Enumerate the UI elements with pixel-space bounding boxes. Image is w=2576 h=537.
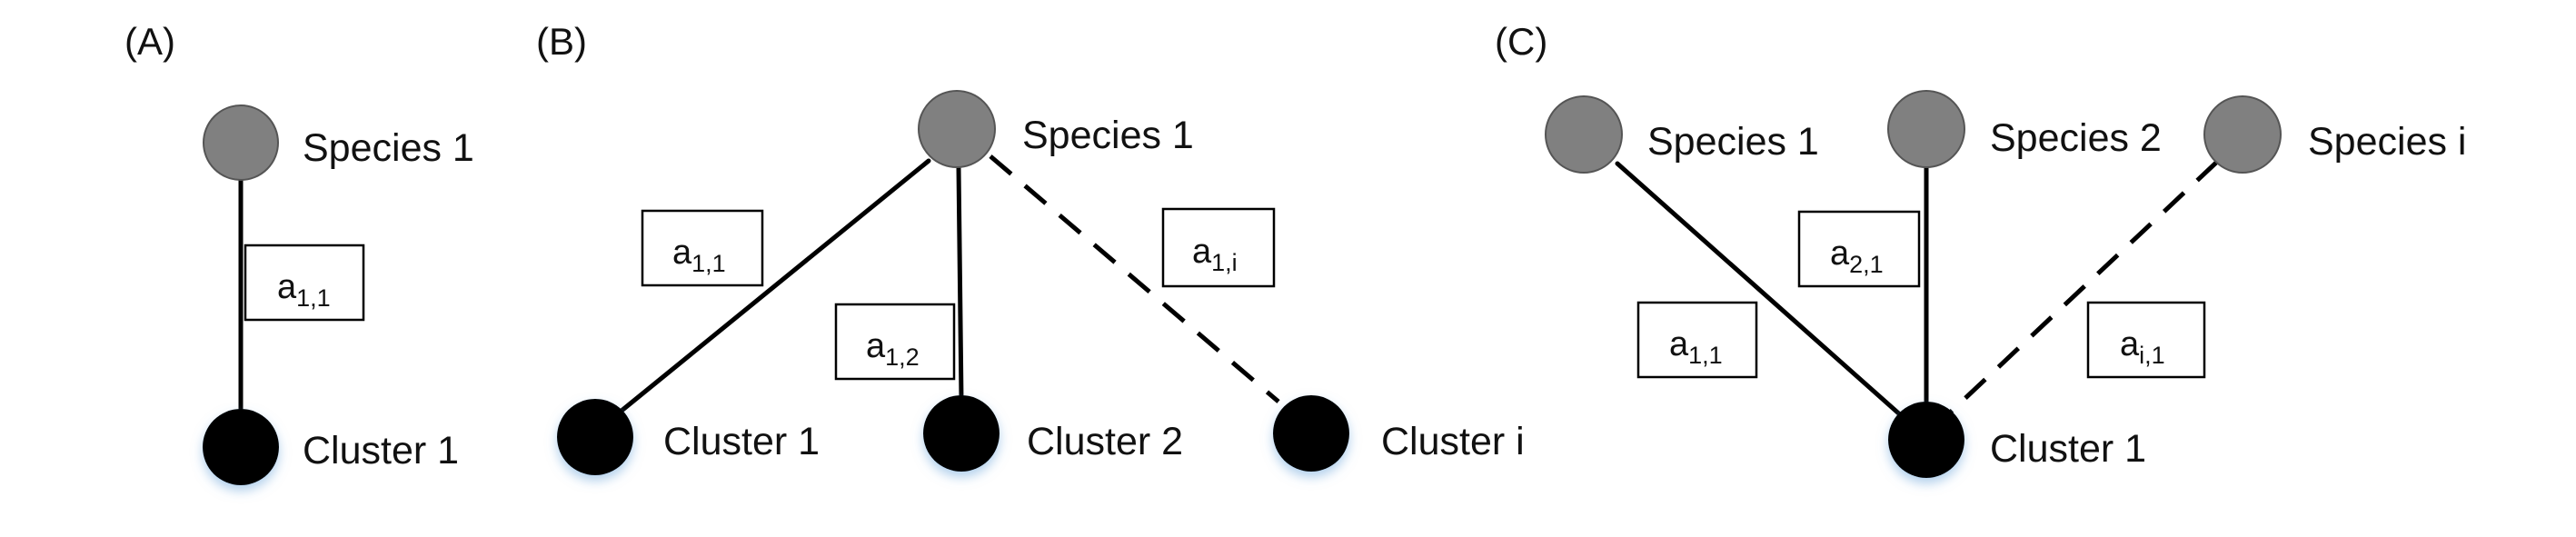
panel-c-species-1-node xyxy=(1545,95,1623,174)
panel-c: (C) Species 1 Species 2 Species i Cluste… xyxy=(1495,20,2466,478)
panel-b-edge-i-weight-box: a1,i xyxy=(1161,207,1276,288)
panel-c-edge-i-weight-box: ai,1 xyxy=(2086,301,2206,379)
panel-c-edge-i xyxy=(1947,160,2219,415)
panel-a-species-1-label: Species 1 xyxy=(303,126,474,170)
panel-b-species-1-node xyxy=(918,90,996,168)
edge-weight-base: a xyxy=(1830,234,1850,273)
panel-b-edge-1-weight-box: a1,1 xyxy=(641,209,764,287)
panel-b-cluster-2-node xyxy=(923,395,1000,472)
edge-weight-base: a xyxy=(2120,325,2140,363)
svg-text:a1,2: a1,2 xyxy=(866,327,920,371)
edge-weight-subscript: 1,1 xyxy=(691,250,726,277)
panel-b-edge-1 xyxy=(619,158,931,413)
edge-weight-subscript: 1,2 xyxy=(885,343,920,371)
panel-b-species-1-label: Species 1 xyxy=(1022,114,1194,157)
panel-c-cluster-1-label: Cluster 1 xyxy=(1990,427,2146,471)
panel-c-edge-1 xyxy=(1615,161,1905,419)
panel-c-label: (C) xyxy=(1495,20,1547,63)
panel-c-species-2-label: Species 2 xyxy=(1990,116,2162,160)
edge-weight-subscript: 2,1 xyxy=(1849,251,1884,278)
panel-a-cluster-1-node xyxy=(203,409,279,485)
edge-weight-base: a xyxy=(1669,325,1689,363)
svg-text:a2,1: a2,1 xyxy=(1830,234,1884,278)
panel-b: (B) Species 1 Cluster 1 Cluster 2 Cluste… xyxy=(536,20,1525,475)
svg-text:a1,1: a1,1 xyxy=(277,268,331,312)
edge-weight-base: a xyxy=(866,327,886,365)
edge-weight-subscript: 1,1 xyxy=(296,284,331,312)
panel-a-species-1-node xyxy=(203,104,279,181)
edge-weight-subscript: 1,1 xyxy=(1688,342,1723,369)
panel-c-species-i-node xyxy=(2203,95,2282,174)
panel-c-species-1-label: Species 1 xyxy=(1647,120,1819,164)
panel-b-label: (B) xyxy=(536,20,587,63)
panel-a: (A) Species 1 Cluster 1 a1,1 xyxy=(124,20,474,485)
panel-c-edge-1-weight-box: a1,1 xyxy=(1636,301,1758,379)
edge-weight-base: a xyxy=(672,234,692,272)
panel-b-edge-i xyxy=(989,154,1280,403)
panel-b-cluster-1-label: Cluster 1 xyxy=(663,420,820,463)
svg-text:ai,1: ai,1 xyxy=(2120,325,2165,369)
svg-text:a1,1: a1,1 xyxy=(1669,325,1723,369)
edge-weight-base: a xyxy=(277,268,297,306)
svg-text:a1,i: a1,i xyxy=(1192,233,1238,276)
panel-c-cluster-1-node xyxy=(1888,402,1964,478)
panel-b-cluster-2-label: Cluster 2 xyxy=(1027,420,1183,463)
edge-weight-subscript: i,1 xyxy=(2139,342,2165,369)
panel-b-cluster-1-node xyxy=(557,399,633,475)
panel-b-cluster-i-node xyxy=(1273,395,1349,472)
svg-text:a1,1: a1,1 xyxy=(672,234,726,277)
panel-c-species-2-node xyxy=(1887,90,1965,168)
panel-b-edge-2 xyxy=(956,165,964,403)
panel-b-cluster-i-label: Cluster i xyxy=(1381,420,1525,463)
panel-c-edge-2-weight-box: a2,1 xyxy=(1797,210,1921,288)
panel-c-species-i-label: Species i xyxy=(2308,120,2466,164)
panel-a-label: (A) xyxy=(124,20,175,63)
panel-a-edge-1-weight-box: a1,1 xyxy=(244,244,365,322)
panel-b-edge-2-weight-box: a1,2 xyxy=(834,303,956,381)
panel-a-cluster-1-label: Cluster 1 xyxy=(303,429,459,472)
edge-weight-base: a xyxy=(1192,233,1212,271)
edge-weight-subscript: 1,i xyxy=(1211,249,1238,276)
